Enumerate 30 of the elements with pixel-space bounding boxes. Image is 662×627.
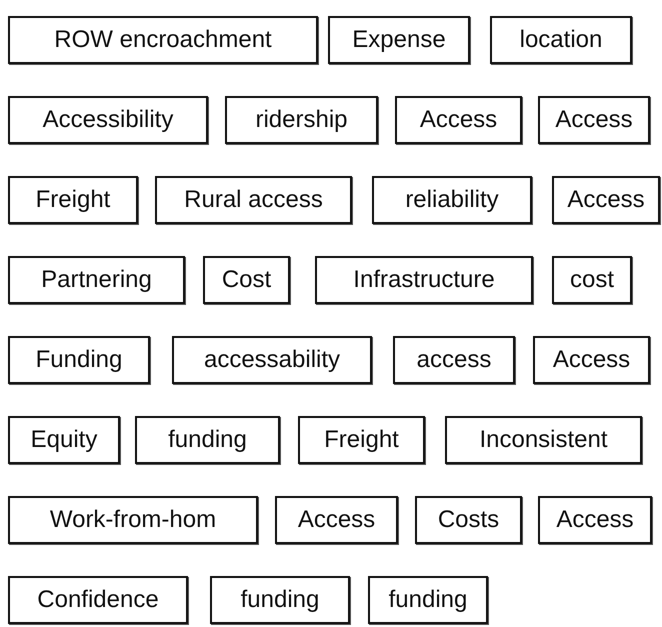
word-box: Access: [275, 496, 398, 544]
word-box: Freight: [298, 416, 425, 464]
word-box: ridership: [225, 96, 378, 144]
word-box: funding: [210, 576, 350, 624]
word-box: Inconsistent: [445, 416, 642, 464]
word-box: Equity: [8, 416, 120, 464]
word-box: reliability: [372, 176, 532, 224]
word-box: Confidence: [8, 576, 188, 624]
word-box: Infrastructure: [315, 256, 533, 304]
word-box: cost: [552, 256, 632, 304]
word-box: funding: [135, 416, 280, 464]
word-box: Access: [533, 336, 650, 384]
word-box: Work-from-hom: [8, 496, 258, 544]
word-box: access: [393, 336, 515, 384]
word-box: Freight: [8, 176, 138, 224]
word-box: funding: [368, 576, 488, 624]
word-box: Partnering: [8, 256, 185, 304]
word-box: Access: [552, 176, 660, 224]
word-box: Rural access: [155, 176, 352, 224]
word-box: Accessibility: [8, 96, 208, 144]
word-box: Funding: [8, 336, 150, 384]
word-box: ROW encroachment: [8, 16, 318, 64]
word-box: Expense: [328, 16, 470, 64]
word-box: Access: [395, 96, 522, 144]
word-box: Costs: [415, 496, 522, 544]
word-box: Access: [538, 496, 652, 544]
word-box: location: [490, 16, 632, 64]
word-box: accessability: [172, 336, 372, 384]
word-box: Cost: [203, 256, 290, 304]
word-box: Access: [538, 96, 650, 144]
